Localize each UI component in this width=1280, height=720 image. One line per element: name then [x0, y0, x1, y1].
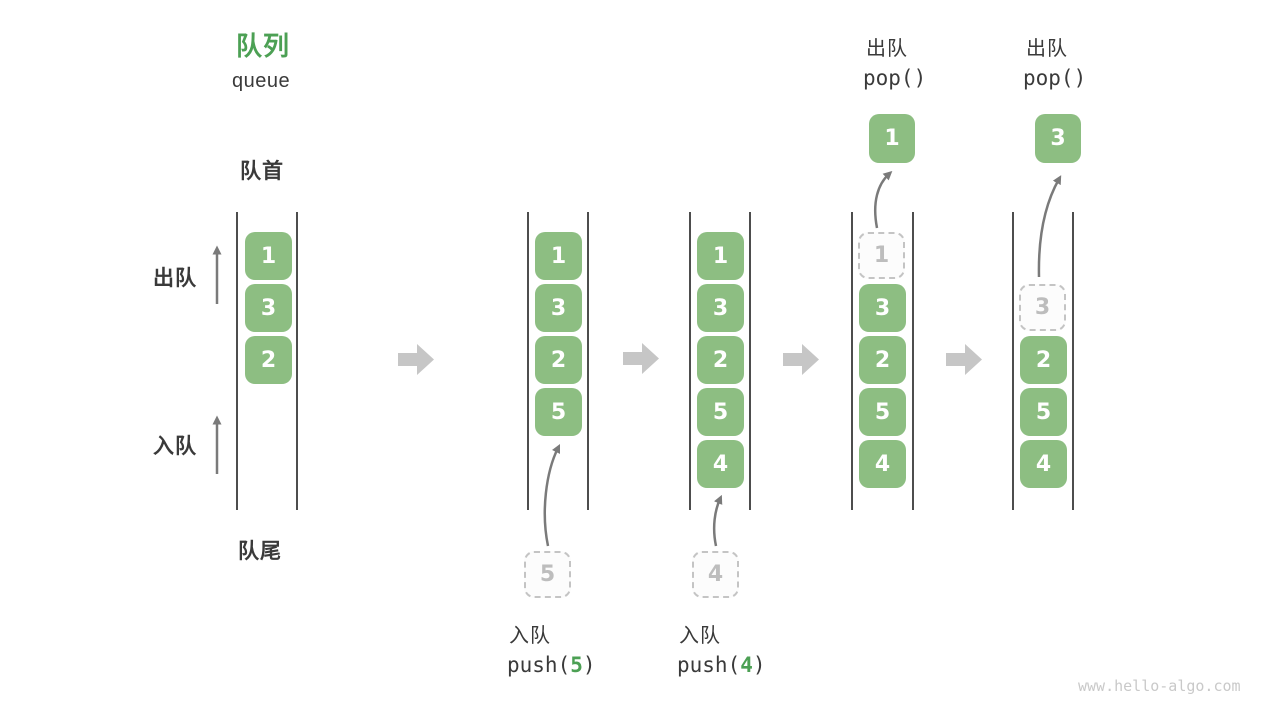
push2-label: 入队 [679, 625, 721, 647]
pop1-code: pop() [863, 66, 927, 90]
push2-arg: 4 [740, 653, 753, 677]
queue1-left-wall [236, 212, 238, 510]
queue3-incoming-ghost: 4 [692, 551, 739, 598]
queue1-right-wall [296, 212, 298, 510]
diagram-title-en: queue [232, 70, 291, 92]
queue5-popped-value: 3 [1035, 114, 1081, 163]
queue5-right-wall [1072, 212, 1074, 510]
queue4-right-wall [912, 212, 914, 510]
queue2-incoming-ghost: 5 [524, 551, 571, 598]
queue4-element: 2 [859, 336, 906, 384]
push4-arrow [712, 494, 723, 547]
queue2-element: 5 [535, 388, 582, 436]
queue3-left-wall [689, 212, 691, 510]
queue4-popped-value: 1 [869, 114, 915, 163]
pop1-arrow [873, 170, 893, 229]
push2-close: ) [752, 653, 766, 677]
push2-code: push(4) [677, 653, 766, 677]
push1-fn: push( [507, 653, 571, 677]
pop3-arrow [1037, 175, 1062, 278]
queue4-popped-ghost: 1 [858, 232, 905, 279]
queue3-element: 3 [697, 284, 744, 332]
pop2-code: pop() [1023, 66, 1087, 90]
push5-arrow [543, 443, 561, 547]
diagram-title-zh: 队列 [236, 31, 291, 61]
queue-rear-label: 队尾 [238, 540, 282, 563]
watermark: www.hello-algo.com [1078, 677, 1241, 695]
step-arrow-2 [623, 343, 659, 374]
queue3-element: 5 [697, 388, 744, 436]
queue4-left-wall [851, 212, 853, 510]
queue5-popped-ghost: 3 [1019, 284, 1066, 331]
queue3-element: 2 [697, 336, 744, 384]
step-arrow-4 [946, 344, 982, 375]
push1-label: 入队 [509, 625, 551, 647]
push1-close: ) [582, 653, 596, 677]
queue5-left-wall [1012, 212, 1014, 510]
queue1-element: 1 [245, 232, 292, 280]
dequeue-side-label: 出队 [153, 267, 197, 290]
push2-fn: push( [677, 653, 741, 677]
queue4-element: 4 [859, 440, 906, 488]
queue5-element: 2 [1020, 336, 1067, 384]
pop1-label: 出队 [866, 38, 908, 60]
push1-arg: 5 [570, 653, 583, 677]
queue1-element: 3 [245, 284, 292, 332]
queue2-right-wall [587, 212, 589, 510]
queue5-element: 4 [1020, 440, 1067, 488]
queue1-element: 2 [245, 336, 292, 384]
push1-code: push(5) [507, 653, 596, 677]
enqueue-side-label: 入队 [153, 435, 197, 458]
pop2-label: 出队 [1026, 38, 1068, 60]
queue5-element: 5 [1020, 388, 1067, 436]
queue2-element: 1 [535, 232, 582, 280]
queue2-left-wall [527, 212, 529, 510]
step-arrow-3 [783, 344, 819, 375]
queue3-right-wall [749, 212, 751, 510]
queue3-element: 1 [697, 232, 744, 280]
queue2-element: 3 [535, 284, 582, 332]
queue2-element: 2 [535, 336, 582, 384]
queue3-element: 4 [697, 440, 744, 488]
step-arrow-1 [398, 344, 434, 375]
queue4-element: 3 [859, 284, 906, 332]
queue-front-label: 队首 [240, 160, 284, 183]
queue4-element: 5 [859, 388, 906, 436]
